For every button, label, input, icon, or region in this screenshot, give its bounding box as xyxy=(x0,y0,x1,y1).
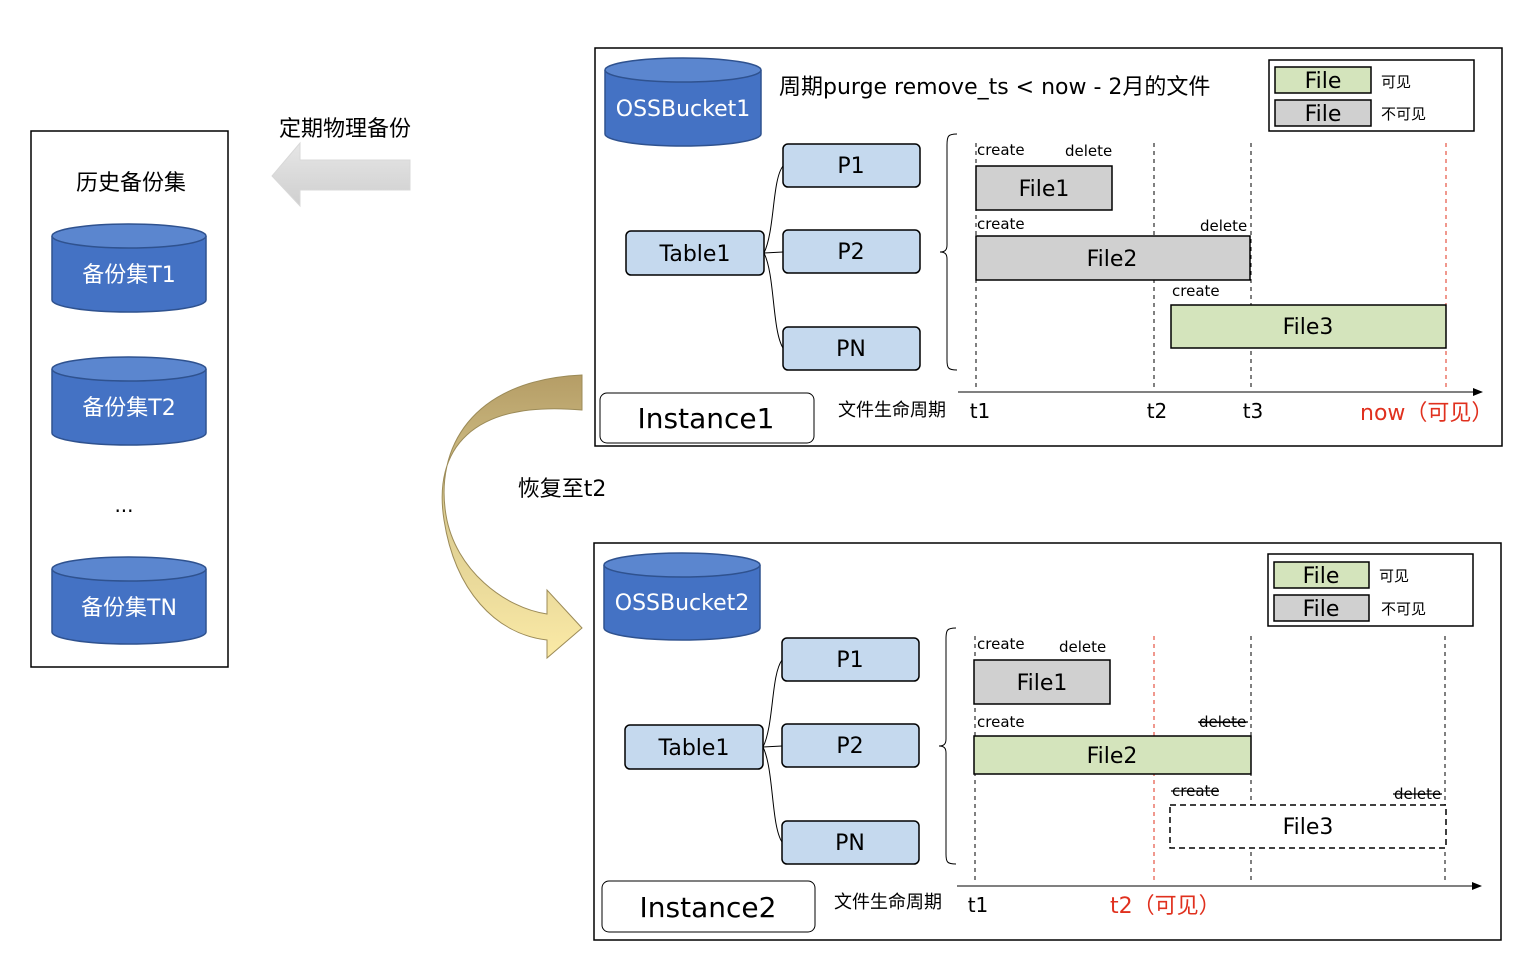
instance1-panel: OSSBucket1 周期purge remove_ts < now - 2月的… xyxy=(594,47,1503,447)
instance1-file1-create: create xyxy=(977,141,1025,159)
legend1-invisible-desc: 不可见 xyxy=(1381,105,1426,123)
instance2-legend: File 可见 File 不可见 xyxy=(1267,553,1474,627)
backup-set-t2-label: 备份集T2 xyxy=(82,396,175,421)
instance2-file2-label: File2 xyxy=(1087,744,1138,769)
instance1-tick-t2: t2 xyxy=(1147,399,1168,423)
instance1-file2: File2 create delete xyxy=(975,215,1251,281)
instance1-tick-t3: t3 xyxy=(1243,399,1264,423)
backup-set-t2: 备份集T2 xyxy=(51,356,207,446)
instance1-p2: P2 xyxy=(837,240,864,265)
instance1-file2-delete: delete xyxy=(1200,217,1247,235)
instance2-tree: Table1 P1 P2 PN xyxy=(624,627,957,865)
instance2-file2: File2 create delete xyxy=(973,713,1252,775)
instance2-panel: OSSBucket2 File 可见 File 不可见 Table1 P1 P2… xyxy=(593,542,1502,941)
instance1-label: Instance1 xyxy=(638,402,775,435)
backup-set-t1-label: 备份集T1 xyxy=(82,263,175,288)
instance1-p1: P1 xyxy=(837,154,864,179)
backup-set-tn-label: 备份集TN xyxy=(81,596,177,621)
history-panel-title: 历史备份集 xyxy=(76,171,186,196)
instance2-p1: P1 xyxy=(836,648,863,673)
legend2-visible-file: File xyxy=(1303,564,1340,589)
backup-set-ellipsis: ... xyxy=(114,493,133,517)
instance1-file1-delete: delete xyxy=(1065,142,1112,160)
legend2-visible-desc: 可见 xyxy=(1379,567,1409,585)
instance1-pn: PN xyxy=(836,337,866,362)
backup-set-t1: 备份集T1 xyxy=(51,223,207,313)
instance1-tick-t1: t1 xyxy=(970,399,991,423)
legend1-visible-desc: 可见 xyxy=(1381,73,1411,91)
instance2-pn: PN xyxy=(835,831,865,856)
instance1-file1-label: File1 xyxy=(1019,177,1070,202)
instance1-file3-create: create xyxy=(1172,282,1220,300)
instance2-file3-label: File3 xyxy=(1283,815,1334,840)
instance1-file2-label: File2 xyxy=(1087,247,1138,272)
instance2-table: Table1 xyxy=(658,736,730,761)
instance1-now-label: now（可见） xyxy=(1360,401,1493,426)
legend2-invisible-file: File xyxy=(1303,597,1340,622)
instance2-lifecycle-label: 文件生命周期 xyxy=(834,892,942,913)
restore-arrow-label: 恢复至t2 xyxy=(518,477,607,502)
instance2-file1-label: File1 xyxy=(1017,671,1068,696)
instance1-table: Table1 xyxy=(659,242,731,267)
oss-bucket2-label: OSSBucket2 xyxy=(615,591,750,616)
instance1-file3: File3 create xyxy=(1170,282,1447,349)
legend2-invisible-desc: 不可见 xyxy=(1381,600,1426,618)
oss-bucket2: OSSBucket2 xyxy=(603,552,761,641)
restore-arrow: 恢复至t2 xyxy=(441,374,607,660)
instance1-file3-label: File3 xyxy=(1283,315,1334,340)
instance2-file3: File3 create delete xyxy=(1169,782,1447,849)
instance1-lifecycle-label: 文件生命周期 xyxy=(838,400,946,421)
instance2-file1-create: create xyxy=(977,635,1025,653)
legend1-invisible-file: File xyxy=(1305,102,1342,127)
oss-bucket1-label: OSSBucket1 xyxy=(616,97,751,122)
instance2-file1-delete: delete xyxy=(1059,638,1106,656)
instance2-tick-t1: t1 xyxy=(968,893,989,917)
instance2-p2: P2 xyxy=(836,734,863,759)
instance2-label-box xyxy=(601,880,816,933)
instance1-legend: File 可见 File 不可见 xyxy=(1268,59,1475,132)
instance2-label: Instance2 xyxy=(640,891,777,924)
instance1-file1: File1 create delete xyxy=(975,141,1113,211)
history-backup-panel: 历史备份集 备份集T1 备份集T2 ... 备份集TN xyxy=(30,130,229,668)
instance2-file2-create: create xyxy=(977,713,1025,731)
legend1-visible-file: File xyxy=(1305,69,1342,94)
backup-arrow-label: 定期物理备份 xyxy=(279,117,411,142)
purge-label: 周期purge remove_ts < now - 2月的文件 xyxy=(779,75,1210,100)
instance2-t2-label: t2（可见） xyxy=(1110,894,1221,919)
instance1-file2-create: create xyxy=(977,215,1025,233)
backup-set-tn: 备份集TN xyxy=(51,556,207,645)
oss-bucket1: OSSBucket1 xyxy=(604,57,762,147)
instance2-file1: File1 create delete xyxy=(973,635,1111,705)
instance1-label-box xyxy=(599,392,815,444)
backup-arrow: 定期物理备份 xyxy=(271,117,411,208)
instance1-tree: Table1 P1 P2 PN xyxy=(625,133,958,371)
